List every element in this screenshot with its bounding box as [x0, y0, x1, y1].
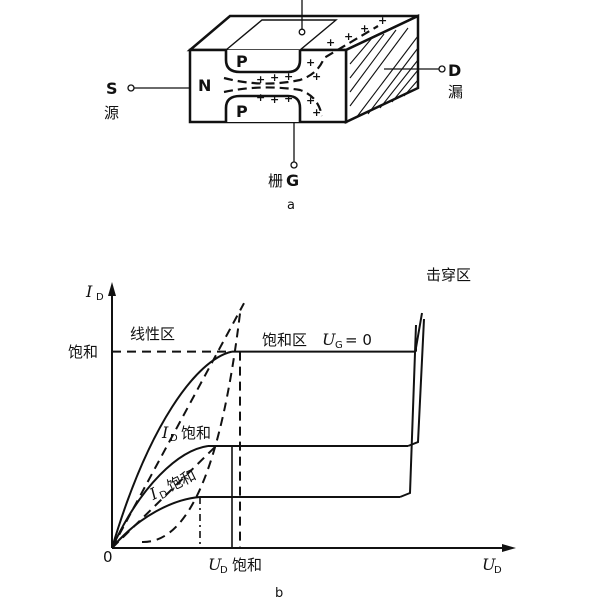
plus-sign: + [312, 70, 321, 83]
plus-sign: + [284, 70, 293, 83]
curve-label-1: I [161, 423, 169, 442]
source-name: 源 [104, 104, 119, 122]
top-p-region [224, 50, 302, 74]
x-saturation-subscript: D [220, 565, 228, 576]
plus-sign: + [312, 106, 321, 119]
bottom-p-region [224, 94, 302, 122]
bottom-depletion-boundary [223, 86, 324, 117]
drain-letter: D [448, 61, 461, 80]
gate-terminal [290, 161, 298, 169]
plus-sign: + [284, 92, 293, 105]
plus-sign: + [360, 22, 369, 35]
y-saturation-label: 饱和 [68, 343, 98, 361]
ug-label: U [322, 330, 336, 349]
origin-label: 0 [103, 548, 113, 566]
plus-sign: + [306, 94, 315, 107]
caption-a: a [287, 198, 295, 213]
drain-name: 漏 [448, 83, 463, 101]
plus-sign: + [270, 93, 279, 106]
top-depletion-boundary [223, 25, 379, 85]
plus-sign: + [306, 56, 315, 69]
y-axis-subscript: D [96, 292, 104, 303]
x-saturation-label: U [208, 555, 222, 574]
ug-value: = 0 [345, 331, 372, 349]
device-diagram: P P N + + + + + + + + + + + + + + S 源 [104, 0, 463, 213]
plus-sign: + [256, 73, 265, 86]
ug-subscript: G [335, 340, 343, 351]
curve-label-1-subscript: D [170, 433, 178, 444]
saturation-region-label: 饱和区 [262, 331, 307, 349]
initial-slope-line [111, 445, 217, 549]
source-letter: S [106, 79, 118, 98]
source-terminal [127, 84, 135, 92]
plus-sign: + [326, 36, 335, 49]
linear-region-label: 线性区 [130, 325, 175, 343]
drain-hatching [349, 27, 419, 119]
breakdown-curve-3 [399, 324, 417, 498]
output-characteristic-chart: I D U D 0 饱和 线性区 饱和区 U G = 0 击穿区 I D 饱和 … [68, 266, 516, 600]
plus-sign: + [256, 91, 265, 104]
x-axis-arrow [502, 544, 516, 552]
plus-sign: + [378, 14, 387, 27]
plus-sign: + [344, 30, 353, 43]
breakdown-curve-1 [415, 312, 423, 352]
characteristic-curve-1 [111, 350, 233, 549]
gate-name: 栅 [268, 172, 283, 190]
x-axis-subscript: D [494, 565, 502, 576]
y-axis-arrow [108, 282, 116, 296]
x-saturation-suffix: 饱和 [232, 556, 262, 574]
curve-label-2-group: I D 饱和 [146, 466, 199, 504]
plus-sign: + [270, 71, 279, 84]
caption-b: b [275, 586, 283, 600]
pinch-off-locus [141, 313, 241, 544]
drain-terminal [438, 65, 446, 73]
charge-markers: + + + + + + + + + + + + + + [256, 14, 387, 119]
channel-n-letter: N [198, 76, 211, 95]
x-axis-label: U [482, 555, 496, 574]
gate-letter: G [286, 171, 299, 190]
y-axis-label: I [85, 282, 93, 301]
breakdown-region-label: 击穿区 [426, 266, 471, 284]
linear-region-boundary [111, 302, 245, 549]
bottom-p-letter: P [236, 102, 248, 121]
top-gate-contact [298, 28, 306, 36]
curve-label-1-suffix: 饱和 [181, 424, 211, 442]
characteristic-curve-3 [111, 496, 201, 549]
top-p-letter: P [236, 52, 248, 71]
chart-marks [111, 302, 425, 549]
